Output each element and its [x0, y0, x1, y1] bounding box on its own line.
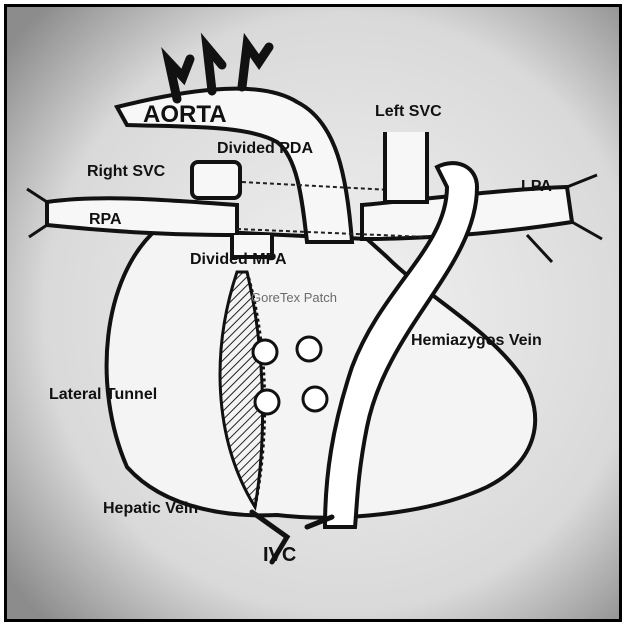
label-rpa: RPA [89, 212, 122, 228]
label-left-svc: Left SVC [375, 104, 442, 120]
right-svc-vessel [192, 162, 240, 198]
label-hepatic-vein: Hepatic Vein [103, 501, 198, 517]
label-divided-pda: Divided PDA [217, 141, 313, 157]
label-lateral-tunnel: Lateral Tunnel [49, 387, 157, 403]
label-aorta: AORTA [143, 103, 227, 127]
left-svc-vessel [385, 132, 427, 202]
label-ivc: IVC [263, 545, 296, 565]
label-divided-mpa: Divided MPA [190, 252, 287, 268]
label-hemiazygos-vein: Hemiazygos Vein [411, 333, 542, 349]
rpa-vessel [47, 198, 237, 235]
heart-diagram [7, 7, 619, 619]
label-goretex-patch: GoreTex Patch [251, 291, 337, 304]
label-lpa: LPA [521, 179, 552, 195]
label-right-svc: Right SVC [87, 164, 165, 180]
figure-frame: AORTA Left SVC Divided PDA Right SVC LPA… [4, 4, 622, 622]
